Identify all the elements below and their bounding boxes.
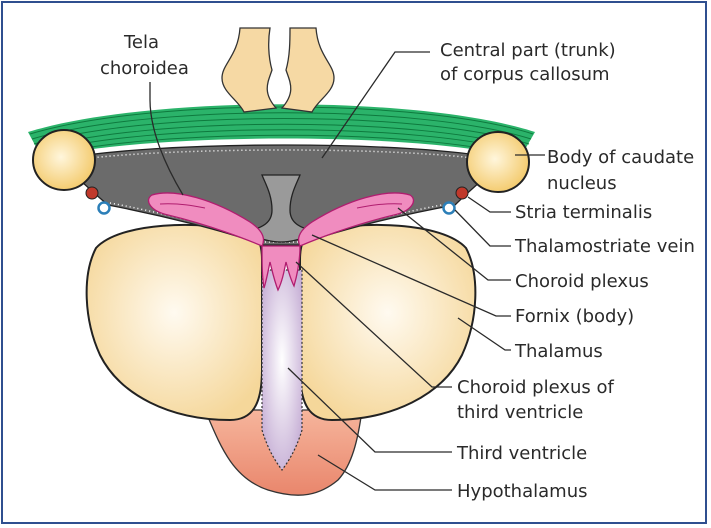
thalamus-right-shape — [300, 225, 475, 420]
caudate-left-shape — [33, 130, 95, 190]
label-central-2: of corpus callosum — [440, 64, 610, 85]
label-tela-2: choroidea — [100, 58, 189, 79]
thalamostriate-vein-right — [444, 203, 455, 214]
label-thalamostriate: Thalamostriate vein — [514, 236, 695, 257]
septum-left-shape — [222, 28, 276, 112]
label-tela-1: Tela — [123, 32, 159, 53]
label-cp3v-2: third ventricle — [457, 402, 583, 423]
label-stria: Stria terminalis — [515, 202, 652, 223]
label-caudate-2: nucleus — [547, 173, 617, 194]
label-third-ventricle: Third ventricle — [456, 443, 587, 464]
leader-thalamostriate — [455, 210, 511, 246]
label-central-1: Central part (trunk) — [440, 40, 616, 61]
stria-terminalis-left — [86, 187, 98, 199]
label-cp3v-1: Choroid plexus of — [457, 377, 615, 398]
thalamostriate-vein-left — [99, 203, 110, 214]
label-choroid-plexus: Choroid plexus — [515, 271, 649, 292]
label-caudate-1: Body of caudate — [547, 147, 694, 168]
septum-right-shape — [282, 28, 334, 112]
thalamus-left-shape — [87, 225, 262, 420]
label-fornix: Fornix (body) — [515, 306, 634, 327]
label-hypothalamus: Hypothalamus — [457, 481, 587, 502]
stria-terminalis-right — [456, 187, 468, 199]
caudate-right-shape — [467, 132, 529, 192]
label-thalamus: Thalamus — [514, 341, 603, 362]
third-ventricle-shape — [262, 270, 302, 470]
leader-stria — [468, 197, 511, 212]
